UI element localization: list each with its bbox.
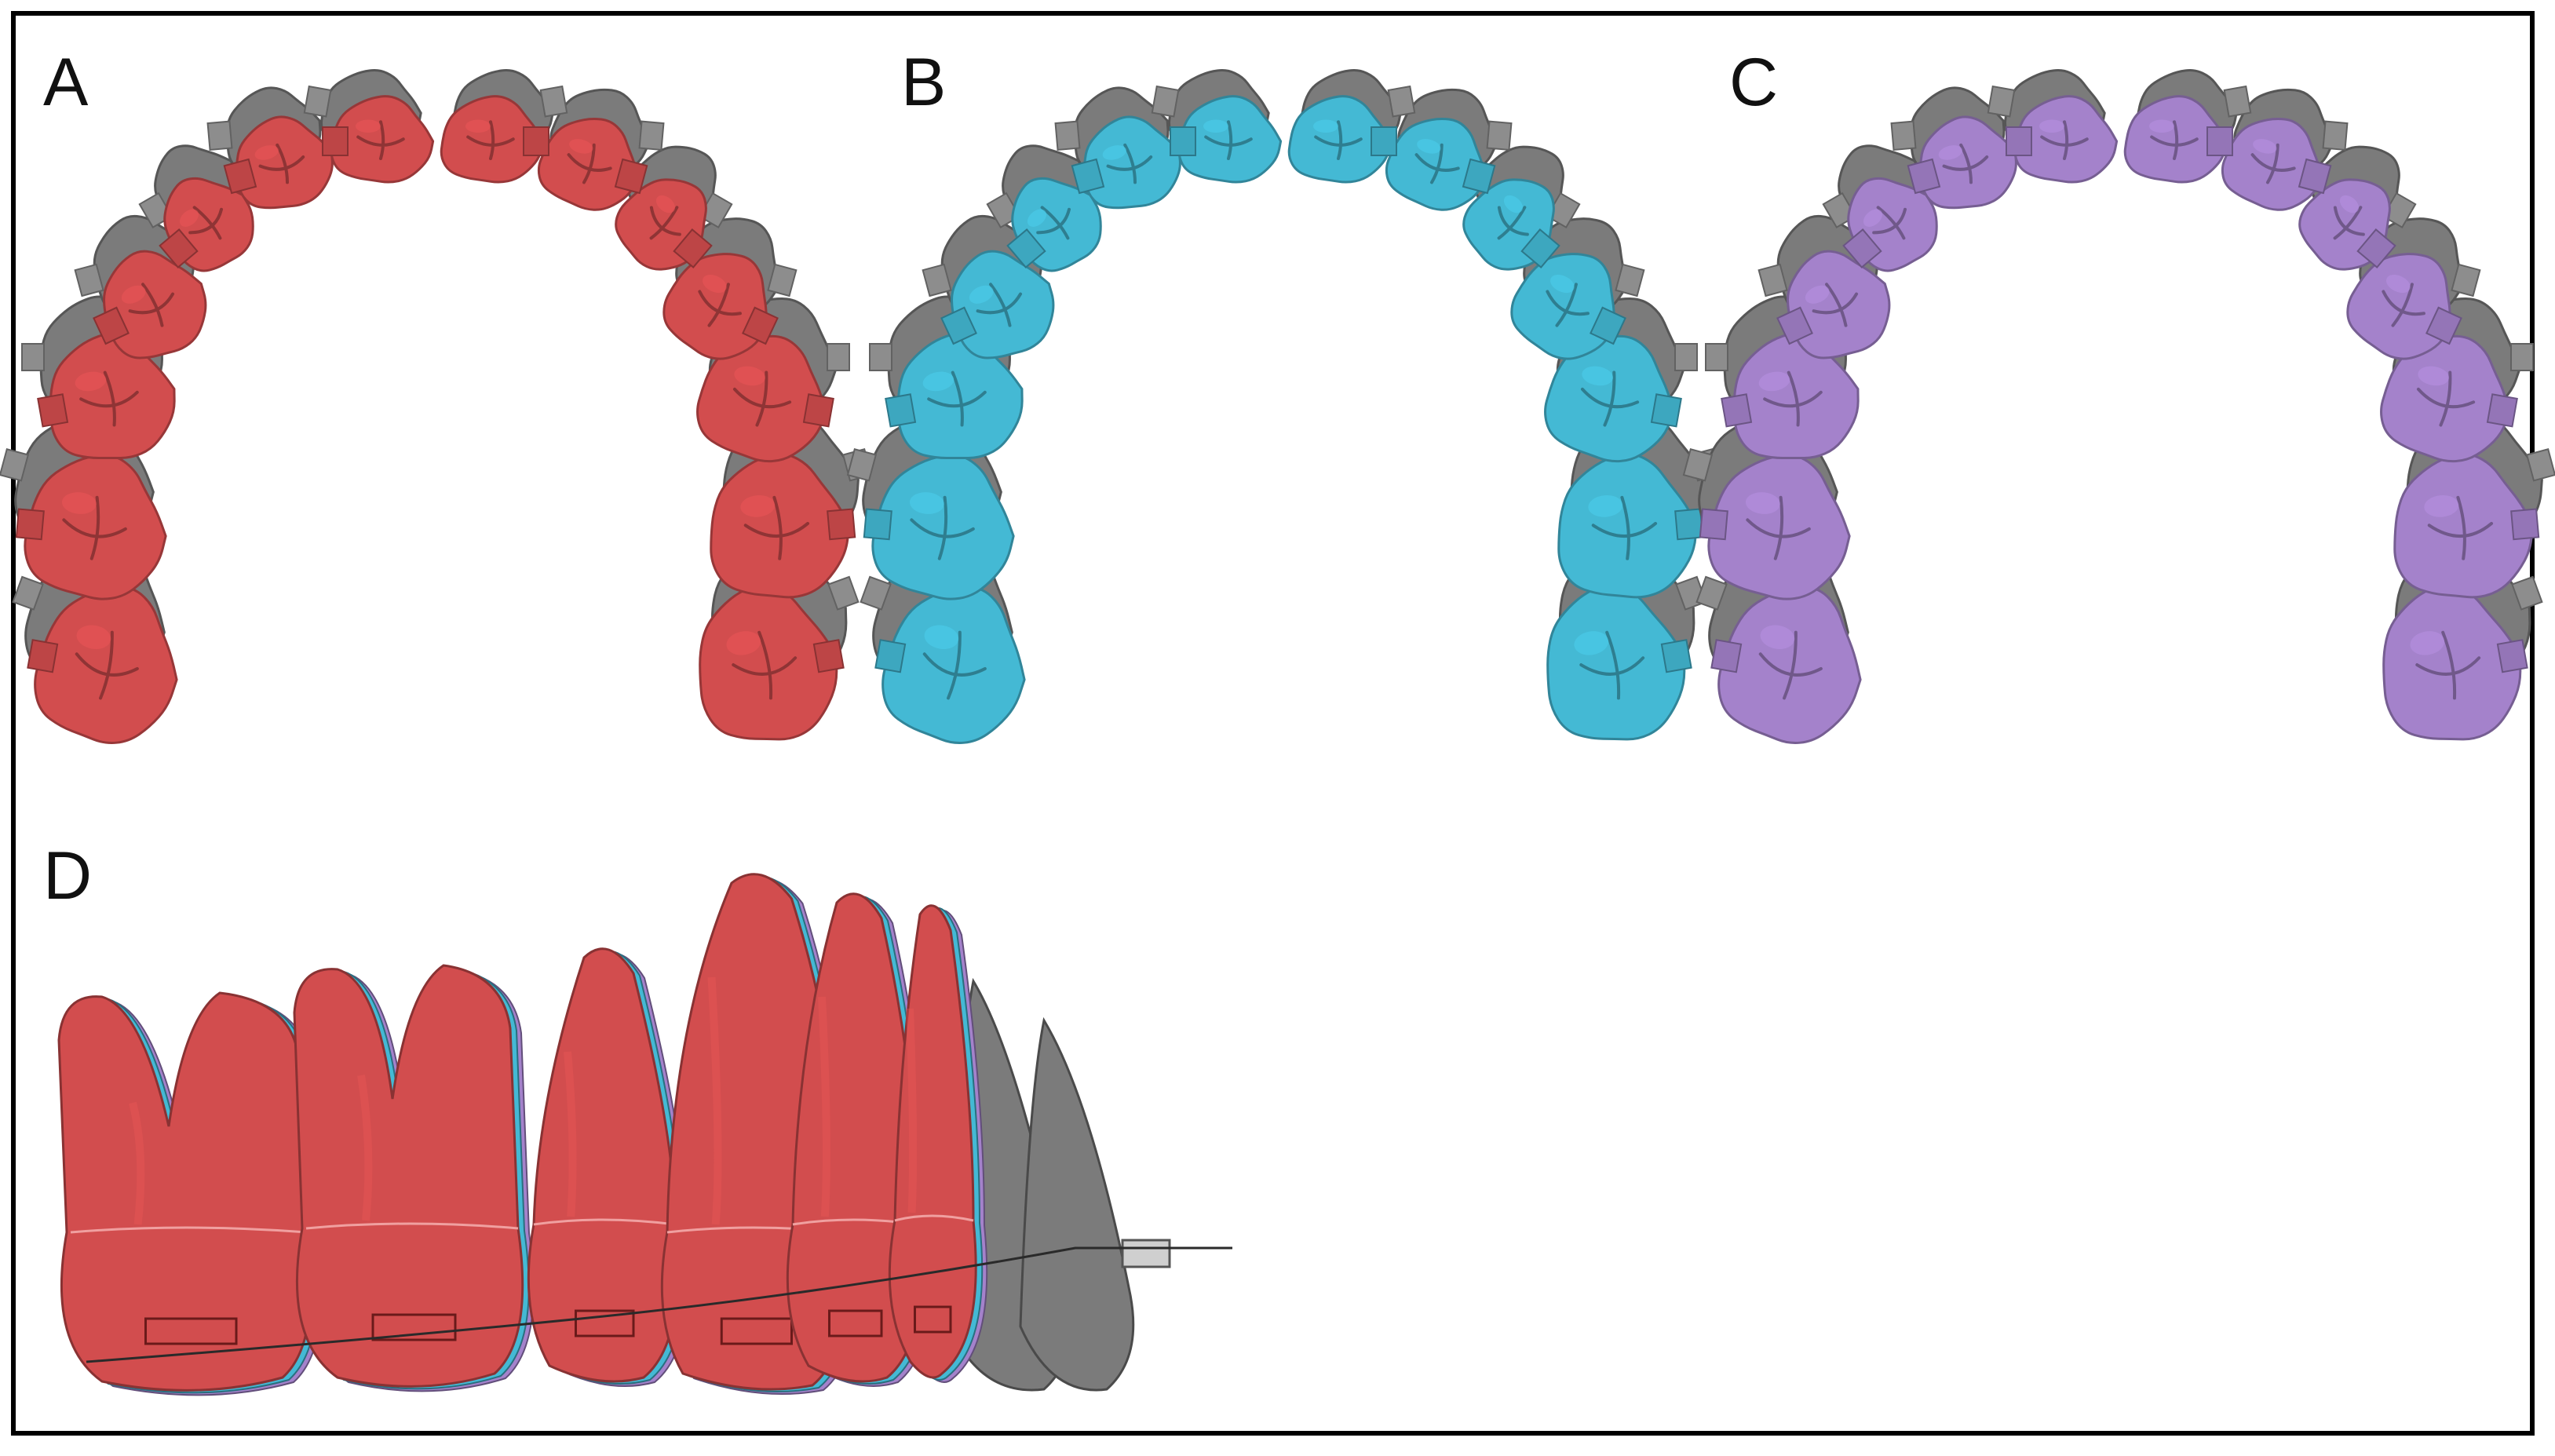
moved-tooth [57,991,323,1396]
moved-tooth [1510,253,1626,360]
moved-tooth [1006,177,1102,272]
moved-tooth [159,177,254,272]
panel-label-d: D [43,838,93,914]
moved-tooth [888,904,988,1383]
unmoved-tooth [1019,1016,1171,1392]
dental-arch-occlusal-view-c [1682,69,2555,744]
moved-tooth [1842,177,1938,272]
moved-tooth [1699,454,1851,600]
moved-tooth [874,586,1026,744]
moved-tooth [537,118,648,211]
moved-tooth [2380,334,2518,463]
moved-tooth [2006,95,2119,184]
moved-tooth [615,178,713,271]
moved-tooth [1710,586,1862,744]
moved-tooth [2221,118,2332,211]
dental-arch-lateral-view-d [57,873,1232,1396]
moved-tooth [2393,452,2540,599]
moved-tooth [710,452,856,599]
arch-wire [86,1246,1232,1363]
moved-tooth [1385,118,1496,211]
moved-tooth [863,454,1015,600]
panel-label-a: A [43,45,89,120]
moved-tooth [2298,178,2396,271]
moved-tooth [696,334,834,463]
moved-tooth [37,333,176,460]
moved-tooth [27,586,178,744]
moved-tooth [440,95,549,184]
moved-tooth [940,250,1055,359]
moved-tooth [1170,95,1283,184]
moved-tooth [662,253,779,360]
moved-tooth [1721,333,1860,460]
moved-tooth [2123,95,2233,184]
moved-tooth [699,583,845,741]
moved-tooth [93,250,207,359]
moved-tooth [1462,178,1560,271]
moved-tooth [527,947,690,1387]
moved-tooth [15,454,167,600]
dental-arch-occlusal-view-a [0,69,873,744]
moved-tooth [1071,115,1181,210]
moved-tooth [1287,95,1397,184]
moved-tooth [2382,583,2528,741]
moved-tooth [1544,334,1682,463]
moved-tooth [1546,583,1692,741]
moved-tooth [1907,115,2017,210]
moved-tooth [1776,250,1891,359]
moved-tooth [223,115,334,210]
dental-arch-occlusal-view-b [846,69,1721,744]
moved-tooth [2346,253,2462,360]
panel-label-c: C [1729,45,1779,120]
moved-tooth [293,964,535,1392]
moved-tooth [322,95,435,184]
moved-tooth [1557,452,1704,599]
panel-label-b: B [901,45,947,120]
